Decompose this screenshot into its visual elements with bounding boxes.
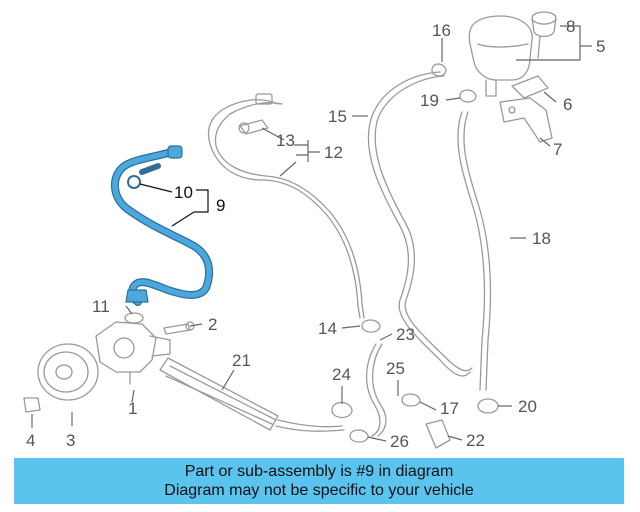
clamp-part-14 [361, 319, 381, 333]
reservoir-part-5 [468, 15, 533, 97]
callout-23: 23 [396, 325, 415, 344]
callout-15: 15 [328, 107, 347, 126]
pulley-part-3 [37, 343, 99, 401]
clamp-part-26 [349, 429, 369, 443]
hose-part-23 [365, 343, 387, 437]
clamp-part-19 [459, 89, 477, 103]
cap-part-8 [531, 11, 557, 59]
callout-26: 26 [390, 432, 409, 451]
callout-4: 4 [26, 431, 35, 450]
bracket-part-6 [511, 75, 549, 99]
callout-14: 14 [318, 319, 337, 338]
callout-9[interactable]: 9 [216, 196, 225, 215]
callout-1: 1 [128, 399, 137, 418]
return-line-part-12 [207, 93, 365, 319]
callout-17: 17 [440, 399, 459, 418]
callout-13: 13 [276, 131, 295, 150]
callout-7: 7 [553, 140, 562, 159]
callout-24: 24 [332, 365, 351, 384]
cooler-part-21 [159, 357, 345, 432]
banner-disclaimer: Diagram may not be specific to your vehi… [164, 482, 474, 499]
callout-25: 25 [386, 359, 405, 378]
info-banner: Part or sub-assembly is #9 in diagram Di… [14, 458, 624, 504]
bracket-part-22 [425, 419, 451, 449]
callout-5: 5 [596, 37, 605, 56]
callout-16: 16 [432, 21, 451, 40]
callout-12: 12 [324, 143, 343, 162]
callout-20: 20 [518, 397, 537, 416]
hose-part-18 [457, 111, 492, 391]
highlighted-hose-part-9[interactable] [111, 145, 214, 306]
callout-6: 6 [563, 95, 572, 114]
callout-8: 8 [566, 17, 575, 36]
bracket-part-7 [499, 97, 553, 143]
oring-part-11 [124, 312, 144, 324]
fitting-part-13 [238, 119, 269, 135]
clamp-part-16 [431, 63, 447, 77]
callout-21: 21 [232, 351, 251, 370]
callout-3: 3 [66, 431, 75, 450]
parts-diagram: 1 2 3 4 5 6 7 8 9 10 11 12 13 14 15 16 1… [23, 11, 605, 451]
hose-part-15 [367, 71, 473, 377]
bolt-part-4 [23, 397, 41, 413]
leader-lines [31, 25, 592, 442]
cap-part-20 [477, 398, 499, 414]
callout-19: 19 [420, 91, 439, 110]
banner-part-note: Part or sub-assembly is #9 in diagram [184, 463, 454, 480]
clamp-part-24 [331, 401, 353, 419]
callout-22: 22 [466, 431, 485, 450]
bolt-part-2 [163, 321, 195, 335]
pump-part-1 [95, 321, 171, 385]
callout-2: 2 [208, 315, 217, 334]
callout-10[interactable]: 10 [174, 183, 193, 202]
callout-labels: 1 2 3 4 5 6 7 8 9 10 11 12 13 14 15 16 1… [26, 17, 605, 451]
callout-18: 18 [532, 229, 551, 248]
clamp-part-17 [401, 393, 421, 407]
callout-11: 11 [92, 297, 110, 316]
